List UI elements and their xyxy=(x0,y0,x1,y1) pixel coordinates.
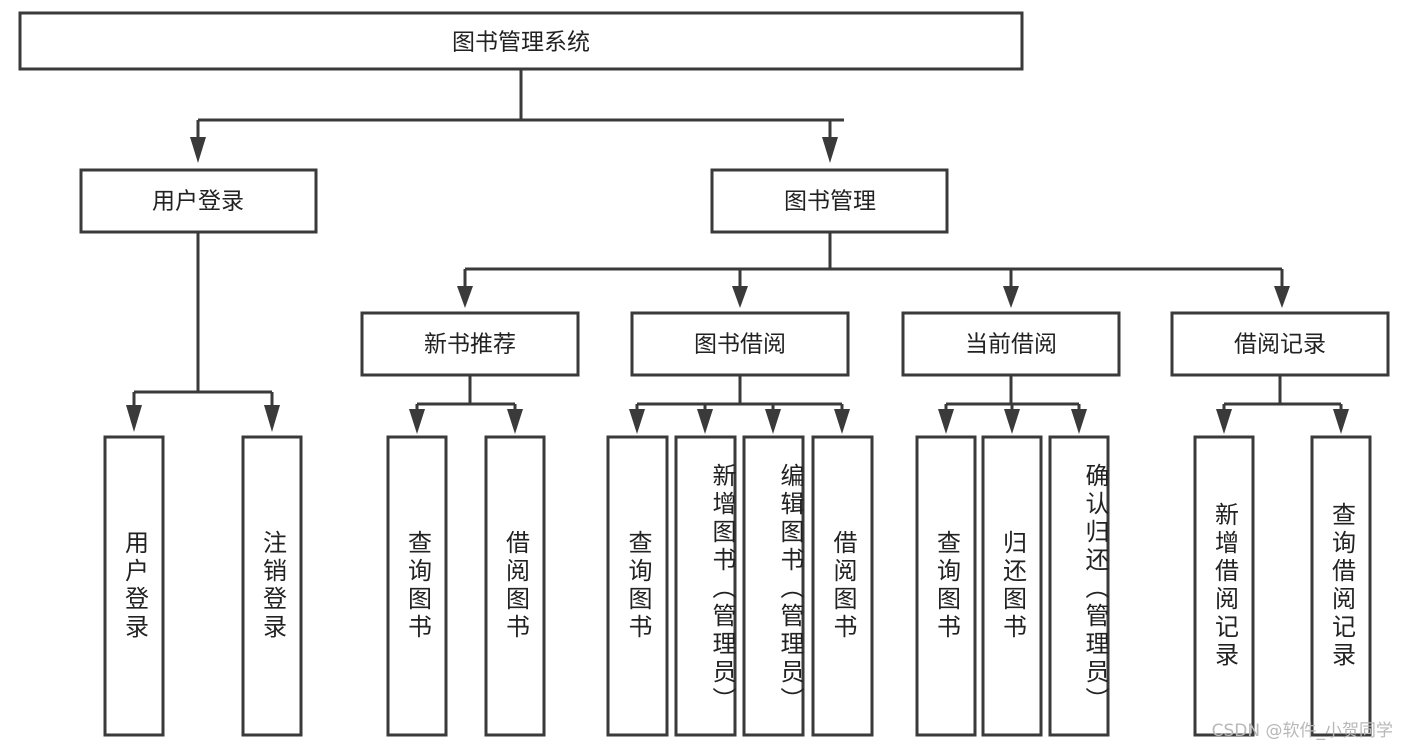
arrow-head-leaf-br-add-record xyxy=(1216,409,1232,434)
node-book-manage[interactable]: 图书管理 xyxy=(710,168,949,234)
node-borrow-record-box[interactable] xyxy=(1170,311,1390,377)
node-book-borrow-box[interactable] xyxy=(630,311,850,377)
node-root-label: 图书管理系统 xyxy=(452,30,590,56)
node-borrow-record[interactable]: 借阅记录 xyxy=(1170,311,1390,377)
leaf-box-bb-borrow-book[interactable] xyxy=(811,435,874,737)
arrow-head-new-book-rec xyxy=(457,286,473,308)
connector-group-root xyxy=(190,69,844,163)
watermark-text: CSDN @软件_小贺同学 xyxy=(1211,721,1393,741)
arrow-head-book-borrow xyxy=(732,286,748,308)
leaf-box-bb-edit-book[interactable] xyxy=(742,435,805,737)
leaf-box-cb-confirm-return[interactable] xyxy=(1048,435,1110,737)
node-current-borrow[interactable]: 当前借阅 xyxy=(901,311,1121,377)
leaf-box-br-add-record[interactable] xyxy=(1193,435,1255,737)
arrow-head-borrow-record xyxy=(1274,286,1290,308)
arrow-head-leaf-user-logout xyxy=(264,405,280,432)
leaf-box-bb-query-book[interactable] xyxy=(606,435,669,737)
connector-group-book-borrow xyxy=(629,375,850,434)
arrow-head-leaf-cb-query-book xyxy=(938,409,954,434)
node-user-login[interactable]: 用户登录 xyxy=(79,168,318,234)
node-book-borrow-label: 图书借阅 xyxy=(694,332,786,358)
node-borrow-record-label: 借阅记录 xyxy=(1234,332,1326,358)
arrow-head-leaf-rec-query-book xyxy=(409,409,425,434)
arrow-head-leaf-rec-borrow-book xyxy=(507,409,523,434)
connector-group-current-borrow xyxy=(938,375,1087,434)
arrow-head-book-manage xyxy=(822,137,838,163)
leaf-box-cb-query-book[interactable] xyxy=(915,435,977,737)
arrow-head-leaf-br-query-record xyxy=(1333,409,1349,434)
arrow-head-leaf-bb-query-book xyxy=(629,409,645,434)
leaf-box-br-query-record[interactable] xyxy=(1310,435,1372,737)
arrow-head-leaf-bb-borrow-book xyxy=(834,409,850,434)
arrow-head-leaf-bb-edit-book xyxy=(765,409,781,434)
node-new-book-rec-box[interactable] xyxy=(360,311,580,377)
node-current-borrow-label: 当前借阅 xyxy=(965,332,1057,358)
node-book-manage-label: 图书管理 xyxy=(784,189,876,215)
node-new-book-rec[interactable]: 新书推荐 xyxy=(360,311,580,377)
arrow-head-leaf-cb-return-book xyxy=(1004,409,1020,434)
connector-group-new-book-rec xyxy=(409,375,523,434)
arrow-head-leaf-user-login xyxy=(126,405,142,432)
leaf-box-rec-query-book[interactable] xyxy=(386,435,448,737)
node-new-book-rec-label: 新书推荐 xyxy=(424,332,516,358)
node-user-login-label: 用户登录 xyxy=(152,189,244,215)
leaf-box-rec-borrow-book[interactable] xyxy=(484,435,546,737)
arrow-head-current-borrow xyxy=(1003,286,1019,308)
leaf-box-cb-return-book[interactable] xyxy=(981,435,1043,737)
leaf-box-user-logout[interactable] xyxy=(241,435,303,737)
node-current-borrow-box[interactable] xyxy=(901,311,1121,377)
node-book-borrow[interactable]: 图书借阅 xyxy=(630,311,850,377)
leaf-box-bb-add-book[interactable] xyxy=(674,435,737,737)
connector-group-user-login xyxy=(126,232,280,432)
node-root-box[interactable] xyxy=(18,11,1024,71)
connector-group-book-manage xyxy=(457,232,1290,308)
arrow-head-leaf-bb-add-book xyxy=(697,409,713,434)
leaf-box-user-login[interactable] xyxy=(103,435,165,737)
node-root[interactable]: 图书管理系统 xyxy=(18,11,1024,71)
arrow-head-leaf-cb-confirm-return xyxy=(1071,409,1087,434)
connector-group-borrow-record xyxy=(1216,375,1349,434)
leaf-boxes-group xyxy=(103,435,1372,737)
node-user-login-box[interactable] xyxy=(79,168,318,234)
arrow-head-user-login xyxy=(190,137,206,163)
node-book-manage-box[interactable] xyxy=(710,168,949,234)
